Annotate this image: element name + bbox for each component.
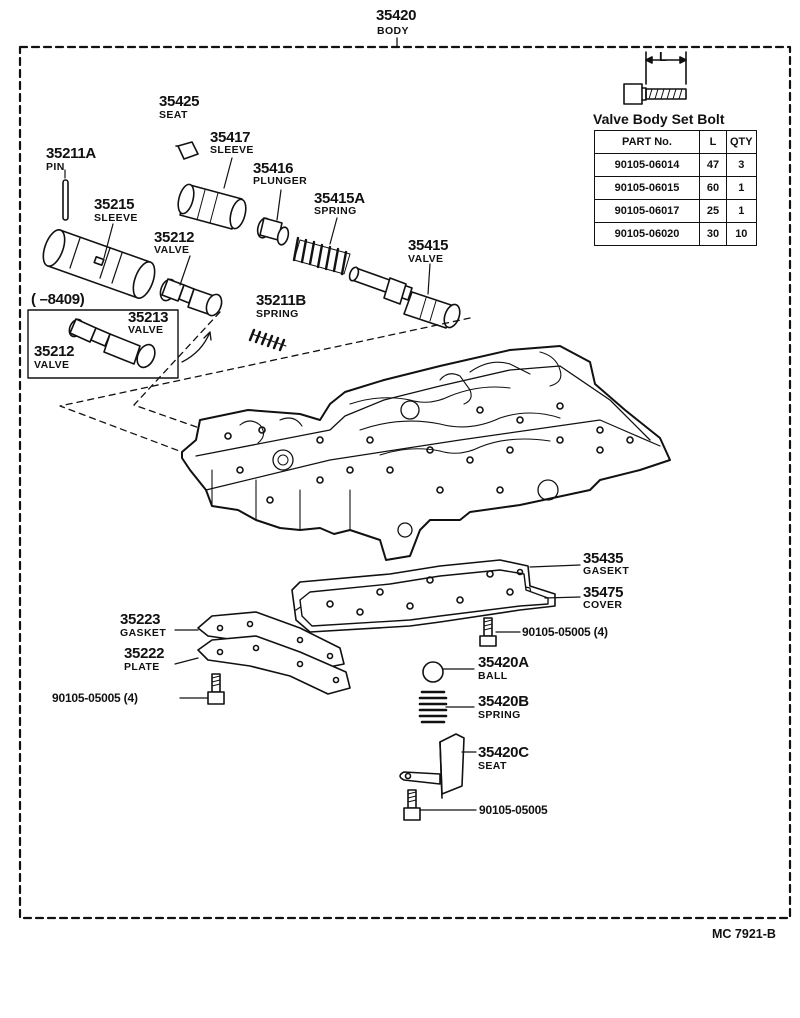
table-cell: 1 xyxy=(726,199,757,223)
part-number-35213: 35213 xyxy=(128,309,169,326)
part-number-35212-inset: 35212 xyxy=(34,343,75,360)
part-name-35416: PLUNGER xyxy=(253,175,308,187)
table-cell: 90105-06015 xyxy=(594,176,700,200)
part-name-35420c: SEAT xyxy=(478,760,507,772)
part-number-35415a: 35415A xyxy=(314,190,365,207)
seat-bolt-part-number: 90105-05005 xyxy=(479,803,548,817)
table-cell: 90105-06020 xyxy=(594,222,700,246)
table-cell: 60 xyxy=(699,176,727,200)
gasket-plate-pair xyxy=(174,611,351,695)
part-number-35425: 35425 xyxy=(159,93,200,110)
part-name-35222: PLATE xyxy=(124,661,160,673)
part-number-35415: 35415 xyxy=(408,237,449,254)
part-name-35475: COVER xyxy=(583,599,623,611)
cover-bolt-part-number: 90105-05005 (4) xyxy=(522,625,608,639)
pin-part xyxy=(62,169,69,221)
table-header-row: PART No. L QTY xyxy=(594,130,757,154)
inset-box xyxy=(27,309,212,379)
part-number-35222: 35222 xyxy=(124,645,165,662)
part-number-35416: 35416 xyxy=(253,160,294,177)
diagram-reference-code: MC 7921-B xyxy=(712,927,776,941)
part-number-35420b: 35420B xyxy=(478,693,529,710)
seat-bolt xyxy=(403,789,477,821)
plunger-part xyxy=(256,189,290,246)
table-row: 90105-06017 25 1 xyxy=(594,199,757,223)
part-number-35215: 35215 xyxy=(94,196,135,213)
part-number-35417: 35417 xyxy=(210,129,251,146)
part-name-35415: VALVE xyxy=(408,253,444,265)
table-cell: 90105-06014 xyxy=(594,153,700,177)
seat-part xyxy=(175,141,199,160)
part-name-35420a: BALL xyxy=(478,670,508,682)
assembly-name: BODY xyxy=(377,25,409,37)
spring-35415a-part xyxy=(292,217,351,276)
spring-35211b-part xyxy=(248,328,287,352)
part-number-35211b: 35211B xyxy=(256,292,306,309)
table-cell: 1 xyxy=(726,176,757,200)
part-name-35435: GASEKT xyxy=(583,565,630,577)
check-ball-part xyxy=(422,661,475,683)
table-cell: 3 xyxy=(726,153,757,177)
table-cell: 47 xyxy=(699,153,727,177)
table-row: 90105-06020 30 10 xyxy=(594,222,757,246)
part-name-35212: VALVE xyxy=(154,244,190,256)
sleeve-35215-part xyxy=(42,223,156,299)
inset-note: ( –8409) xyxy=(31,291,85,308)
table-row: 90105-06015 60 1 xyxy=(594,176,757,200)
part-name-35415a: SPRING xyxy=(314,205,357,217)
bolt-table-title: Valve Body Set Bolt xyxy=(593,111,725,127)
table-header-cell: L xyxy=(699,130,727,154)
part-name-35215: SLEEVE xyxy=(94,212,138,224)
assembly-number: 35420 xyxy=(376,7,417,24)
part-number-35420a: 35420A xyxy=(478,654,529,671)
sleeve-35417-part xyxy=(177,157,247,230)
part-name-35420b: SPRING xyxy=(478,709,521,721)
part-number-35212: 35212 xyxy=(154,229,195,246)
bolt-length-label: L xyxy=(659,49,667,64)
valve-35415-part xyxy=(348,263,461,329)
table-cell: 30 xyxy=(699,222,727,246)
valve-35212-part xyxy=(159,255,223,317)
part-number-35420c: 35420C xyxy=(478,744,529,761)
part-name-35211b: SPRING xyxy=(256,308,299,320)
part-name-35212-inset: VALVE xyxy=(34,359,70,371)
assembly-border xyxy=(18,45,792,920)
bolt-dimension-icon xyxy=(623,51,687,105)
part-number-35211a: 35211A xyxy=(46,145,96,162)
table-header-cell: PART No. xyxy=(594,130,700,154)
plate-bolt-part-number: 90105-05005 (4) xyxy=(52,691,138,705)
table-row: 90105-06014 47 3 xyxy=(594,153,757,177)
part-name-35417: SLEEVE xyxy=(210,144,254,156)
part-name-35213: VALVE xyxy=(128,324,164,336)
check-ball-spring-part xyxy=(418,690,475,724)
part-number-35223: 35223 xyxy=(120,611,161,628)
assembly-guide-lines xyxy=(59,311,471,456)
table-cell: 10 xyxy=(726,222,757,246)
cover-bolt xyxy=(479,617,521,647)
valve-body-casting xyxy=(181,345,671,561)
table-header-cell: QTY xyxy=(726,130,757,154)
plate-bolt xyxy=(179,673,225,705)
part-number-35435: 35435 xyxy=(583,550,624,567)
check-ball-seat-part xyxy=(399,733,477,799)
table-cell: 25 xyxy=(699,199,727,223)
bolt-spec-table: PART No. L QTY 90105-06014 47 3 90105-06… xyxy=(594,130,757,246)
part-name-35211a: PIN xyxy=(46,161,65,173)
table-cell: 90105-06017 xyxy=(594,199,700,223)
part-name-35425: SEAT xyxy=(159,109,188,121)
part-number-35475: 35475 xyxy=(583,584,624,601)
part-name-35223: GASKET xyxy=(120,627,167,639)
gasket-cover-plates xyxy=(291,559,581,633)
